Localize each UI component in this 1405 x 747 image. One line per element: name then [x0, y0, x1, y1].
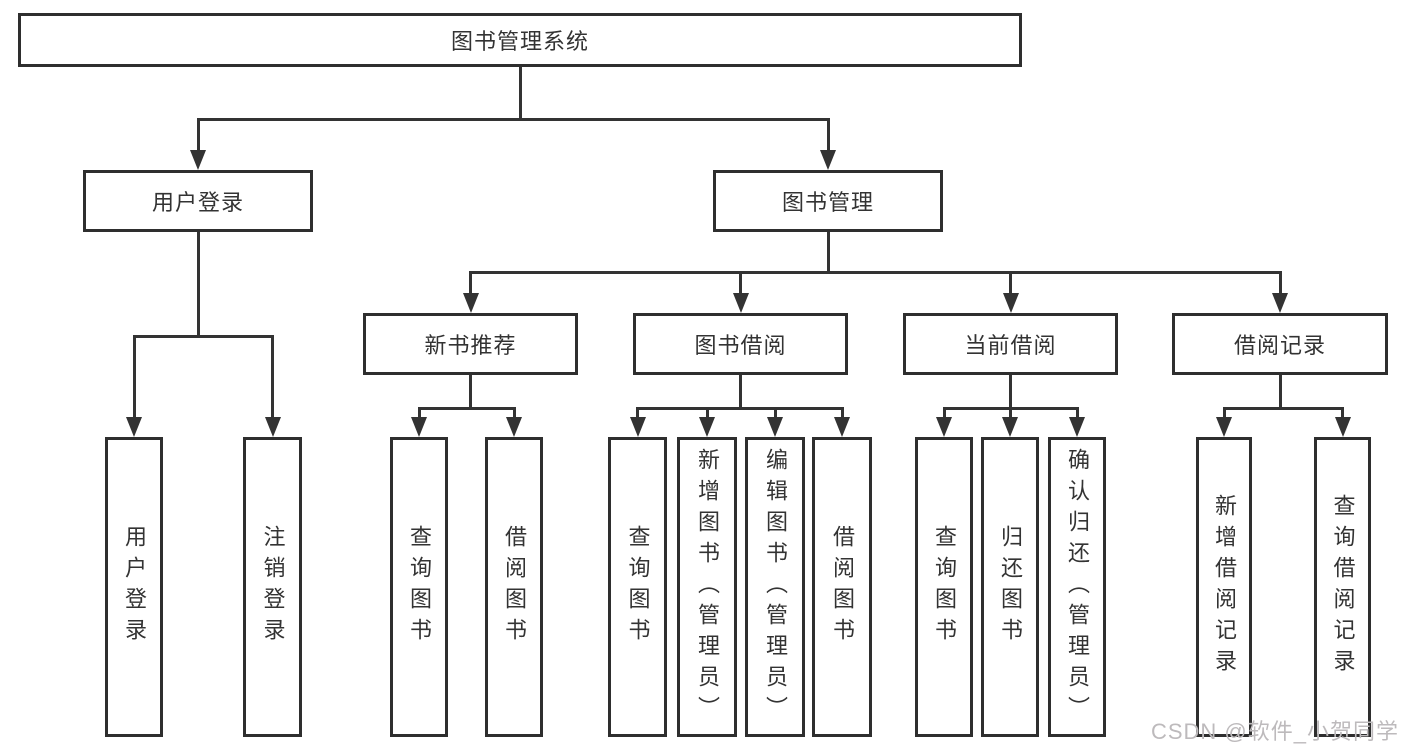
- connector-line: [1222, 407, 1344, 410]
- connector-line: [636, 407, 844, 410]
- node-leaf-bb-borrow: 借阅图书: [812, 437, 872, 737]
- arrowhead-down-icon: [1334, 417, 1351, 437]
- arrowhead-down-icon: [820, 150, 836, 170]
- arrowhead-down-icon: [1002, 293, 1019, 313]
- connector-line: [1278, 271, 1282, 303]
- connector-line: [271, 335, 274, 427]
- node-borrow-records: 借阅记录: [1172, 313, 1388, 375]
- connector-line: [1009, 375, 1012, 410]
- arrowhead-down-icon: [767, 417, 783, 437]
- connector-line: [826, 118, 830, 160]
- connector-line: [739, 271, 742, 303]
- csdn-watermark: CSDN @软件_小贺同学: [1150, 719, 1399, 744]
- node-leaf-br-query: 查询借阅记录: [1314, 437, 1371, 737]
- arrowhead-down-icon: [1272, 293, 1288, 313]
- arrowhead-down-icon: [462, 293, 479, 313]
- node-leaf-bb-edit: 编辑图书（管理员）: [745, 437, 805, 737]
- arrowhead-down-icon: [1069, 417, 1085, 437]
- connector-line: [739, 375, 742, 410]
- arrowhead-down-icon: [732, 293, 749, 313]
- node-new-books: 新书推荐: [363, 313, 578, 375]
- connector-line: [469, 271, 1282, 274]
- node-leaf-logout: 注销登录: [243, 437, 302, 737]
- connector-line: [196, 118, 830, 121]
- connector-line: [469, 375, 472, 410]
- node-user-login: 用户登录: [83, 170, 313, 232]
- node-leaf-nb-borrow: 借阅图书: [485, 437, 543, 737]
- node-leaf-br-add: 新增借阅记录: [1196, 437, 1252, 737]
- node-book-mgmt: 图书管理: [713, 170, 943, 232]
- arrowhead-down-icon: [936, 417, 952, 437]
- arrowhead-down-icon: [506, 417, 522, 437]
- arrowhead-down-icon: [834, 417, 850, 437]
- arrowhead-down-icon: [411, 417, 427, 437]
- arrowhead-down-icon: [1216, 417, 1232, 437]
- arrowhead-down-icon: [264, 417, 281, 437]
- arrowhead-down-icon: [1002, 417, 1018, 437]
- arrowhead-down-icon: [699, 417, 715, 437]
- node-leaf-bb-add: 新增图书（管理员）: [677, 437, 737, 737]
- connector-line: [826, 232, 830, 274]
- node-leaf-bb-query: 查询图书: [608, 437, 667, 737]
- node-leaf-cb-return: 归还图书: [981, 437, 1039, 737]
- connector-line: [132, 335, 274, 338]
- arrowhead-down-icon: [629, 417, 646, 437]
- connector-line: [132, 335, 136, 427]
- node-current-borrow: 当前借阅: [903, 313, 1118, 375]
- node-leaf-nb-query: 查询图书: [390, 437, 448, 737]
- connector-line: [469, 271, 472, 303]
- connector-line: [417, 407, 516, 410]
- arrowhead-down-icon: [190, 150, 206, 170]
- node-root: 图书管理系统: [18, 13, 1022, 67]
- node-leaf-login: 用户登录: [105, 437, 163, 737]
- arrowhead-down-icon: [126, 417, 142, 437]
- connector-line: [518, 67, 522, 121]
- connector-line: [1009, 271, 1012, 303]
- connector-line: [196, 118, 200, 160]
- node-book-borrow: 图书借阅: [633, 313, 848, 375]
- node-leaf-cb-query: 查询图书: [915, 437, 973, 737]
- connector-line: [1278, 375, 1282, 410]
- connector-line: [196, 232, 200, 338]
- node-leaf-cb-confirm: 确认归还（管理员）: [1048, 437, 1106, 737]
